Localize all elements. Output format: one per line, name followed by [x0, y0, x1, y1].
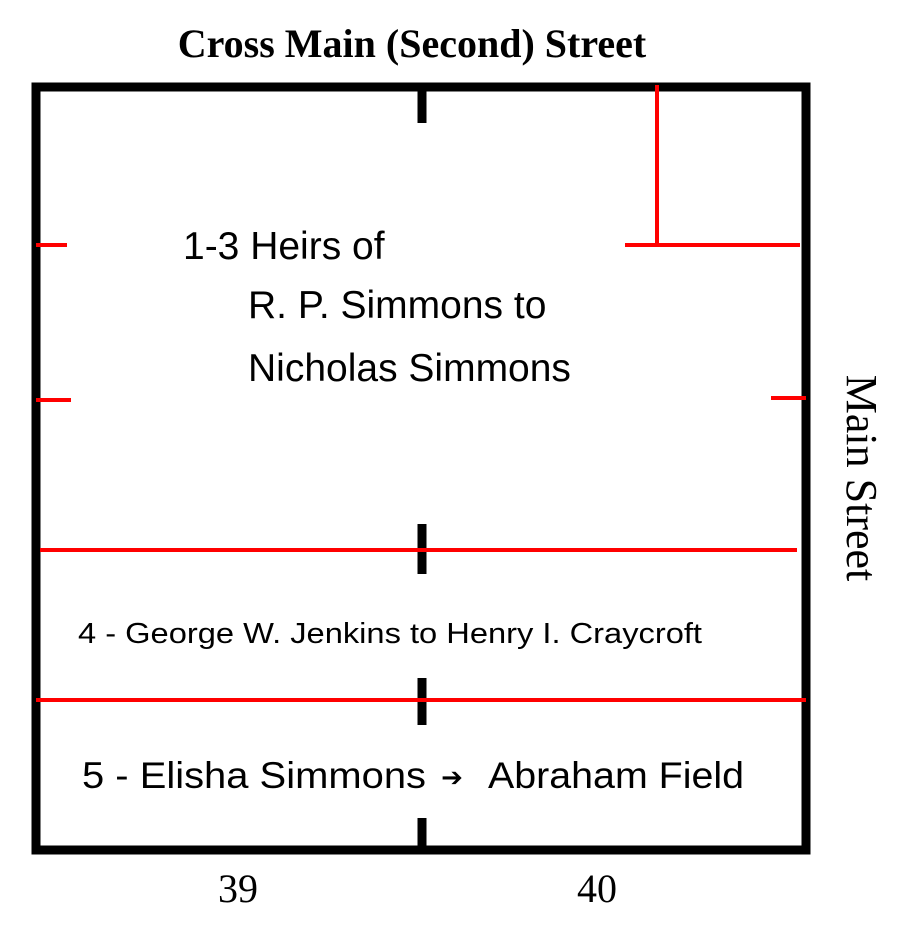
- main-street-label: Main Street: [837, 375, 886, 582]
- block-number-40: 40: [577, 866, 617, 911]
- lot-1-3-label-line1: 1-3 Heirs of: [183, 225, 385, 268]
- lot-5-from-label: 5 - Elisha Simmons: [82, 755, 426, 796]
- block-boundary: [31, 82, 811, 855]
- lot-4-label: 4 - George W. Jenkins to Henry I. Craycr…: [78, 618, 702, 650]
- arrow-right-icon: ➔: [441, 762, 463, 792]
- lot-lines: [36, 85, 806, 702]
- block-number-39: 39: [218, 866, 258, 911]
- lot-1-3-label-line2: R. P. Simmons to: [248, 284, 546, 327]
- lot-1-3-label-line3: Nicholas Simmons: [248, 347, 571, 390]
- lot-5-to-label: Abraham Field: [488, 755, 744, 796]
- cross-main-street-label: Cross Main (Second) Street: [178, 21, 647, 66]
